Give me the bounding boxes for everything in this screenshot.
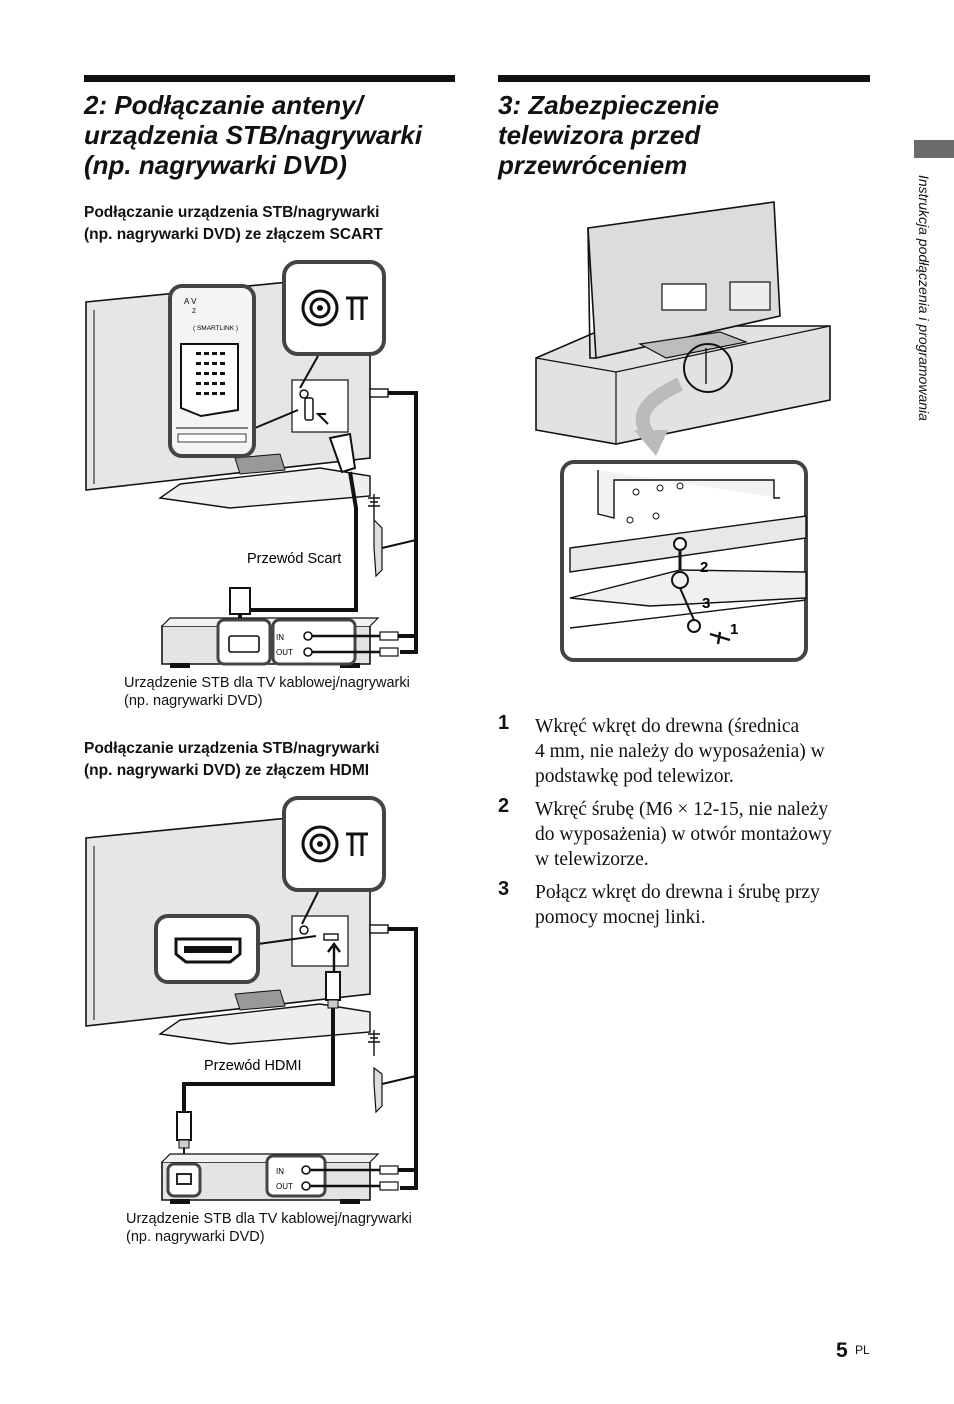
- scart-heading-line-2: (np. nagrywarki DVD) ze złączem SCART: [84, 226, 383, 243]
- hdmi-caption-line-1: Urządzenie STB dla TV kablowej/nagrywark…: [126, 1211, 412, 1227]
- step-3-number: 3: [498, 878, 510, 900]
- step-1-text: Wkręć wkręt do drewna (średnica 4 mm, ni…: [535, 714, 870, 789]
- right-title-line-1: 3: Zabezpieczenie: [498, 90, 720, 120]
- step-1: 1 Wkręć wkręt do drewna (średnica 4 mm, …: [498, 712, 878, 794]
- left-title-rule: [84, 75, 455, 82]
- step-3: 3 Połącz wkręt do drewna i śrubę przy po…: [498, 878, 878, 935]
- step-1-line-2: 4 mm, nie należy do wyposażenia) w: [535, 741, 825, 762]
- tv-securing-diagram: 2 3 1: [535, 201, 831, 662]
- hdmi-connection-diagram: Przewód HDMI IN OUT: [85, 796, 418, 1204]
- scart-pins-icon: [196, 352, 225, 395]
- scart-caption-line-1: Urządzenie STB dla TV kablowej/nagrywark…: [124, 675, 410, 691]
- left-title-line-1: 2: Podłączanie anteny/: [84, 90, 363, 120]
- step-2-line-3: w telewizorze.: [535, 849, 649, 870]
- step-2-number: 2: [498, 795, 510, 817]
- step-3-text: Połącz wkręt do drewna i śrubę przy pomo…: [535, 880, 870, 930]
- right-title-rule: [498, 75, 870, 82]
- callout-2: 2: [700, 559, 708, 576]
- step-2-line-1: Wkręć śrubę (M6 × 12-15, nie należy: [535, 799, 829, 820]
- hdmi-heading-line-1: Podłączanie urządzenia STB/nagrywarki: [84, 740, 380, 757]
- hdmi-antenna-symbol-icon: [346, 832, 368, 856]
- scart-in-label: IN: [276, 633, 284, 642]
- scart-out-label: OUT: [276, 648, 293, 657]
- scart-cable-label: Przewód Scart: [247, 551, 341, 567]
- sidebar-tab-marker: [914, 140, 954, 158]
- hdmi-aerial-icon: [368, 1030, 380, 1056]
- aerial-icon: [368, 494, 380, 520]
- hdmi-in-label: IN: [276, 1167, 284, 1176]
- left-title-line-2: urządzenia STB/nagrywarki: [84, 120, 423, 150]
- hdmi-heading: Podłączanie urządzenia STB/nagrywarki (n…: [84, 738, 379, 782]
- step-2-line-2: do wyposażenia) w otwór montażowy: [535, 824, 832, 845]
- right-section-title: 3: Zabezpieczenie telewizora przed przew…: [498, 90, 719, 180]
- hdmi-cable-label: Przewód HDMI: [204, 1058, 302, 1074]
- step-1-number: 1: [498, 712, 510, 734]
- scart-heading-line-1: Podłączanie urządzenia STB/nagrywarki: [84, 204, 380, 221]
- scart-heading: Podłączanie urządzenia STB/nagrywarki (n…: [84, 202, 383, 246]
- hdmi-out-label: OUT: [276, 1182, 293, 1191]
- panel-av-label: A V: [184, 297, 197, 306]
- scart-caption-line-2: (np. nagrywarki DVD): [124, 693, 263, 709]
- step-3-line-1: Połącz wkręt do drewna i śrubę przy: [535, 882, 820, 903]
- zoom-arrow-icon: [634, 430, 668, 456]
- step-1-line-3: podstawkę pod telewizor.: [535, 766, 734, 787]
- page-language: PL: [855, 1343, 870, 1357]
- tv-antenna-jack-icon: [299, 389, 309, 399]
- hdmi-heading-line-2: (np. nagrywarki DVD) ze złączem HDMI: [84, 762, 370, 779]
- left-title-line-3: (np. nagrywarki DVD): [84, 150, 347, 180]
- hdmi-caption-line-2: (np. nagrywarki DVD): [126, 1229, 265, 1245]
- antenna-symbol-icon: [346, 296, 368, 320]
- hdmi-device-caption: Urządzenie STB dla TV kablowej/nagrywark…: [126, 1210, 412, 1246]
- step-2: 2 Wkręć śrubę (M6 × 12-15, nie należy do…: [498, 795, 878, 877]
- scart-connection-diagram: A V 2 ( SMARTLINK ) Przewód Scart IN OUT: [85, 260, 418, 668]
- right-title-line-2: telewizora przed: [498, 120, 701, 150]
- scart-device-caption: Urządzenie STB dla TV kablowej/nagrywark…: [124, 674, 410, 710]
- wood-screw-icon: [709, 631, 731, 645]
- panel-num-label: 2: [192, 308, 196, 315]
- page-number: 5: [836, 1339, 848, 1362]
- panel-smartlink-label: ( SMARTLINK ): [193, 325, 238, 332]
- sidebar-section-text: Instrukcja podłączenia i programowania: [916, 175, 932, 421]
- sidebar-section-label: Instrukcja podłączenia i programowania: [914, 175, 934, 515]
- callout-3: 3: [702, 595, 710, 612]
- callout-1: 1: [730, 621, 738, 638]
- step-2-text: Wkręć śrubę (M6 × 12-15, nie należy do w…: [535, 797, 870, 872]
- step-1-line-1: Wkręć wkręt do drewna (średnica: [535, 716, 800, 737]
- right-title-line-3: przewróceniem: [498, 150, 688, 180]
- left-section-title: 2: Podłączanie anteny/ urządzenia STB/na…: [84, 90, 422, 180]
- step-3-line-2: pomocy mocnej linki.: [535, 907, 706, 928]
